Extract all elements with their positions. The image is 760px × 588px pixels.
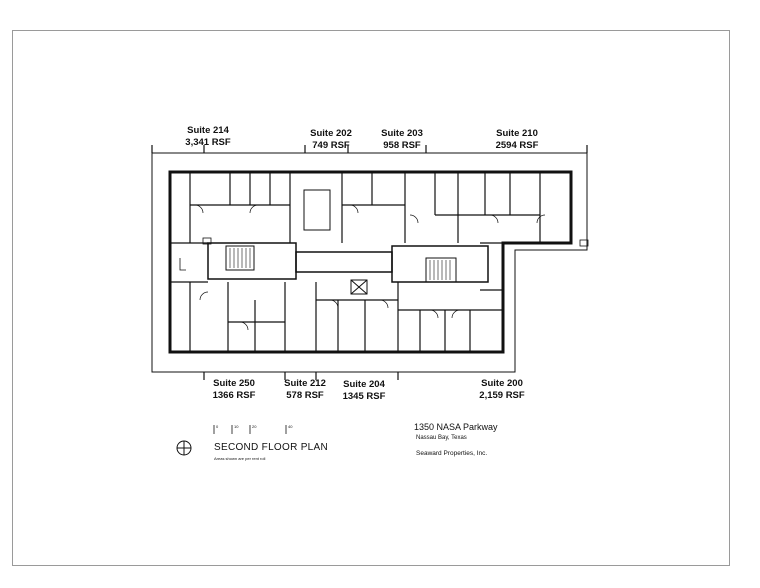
scale-bar xyxy=(213,425,287,434)
corridor-center xyxy=(295,251,393,273)
top-rooms xyxy=(170,172,571,244)
entry-mark xyxy=(179,258,186,271)
scale-label-40: 40 xyxy=(288,424,293,429)
elevator xyxy=(303,189,331,231)
property-address: 1350 NASA Parkway xyxy=(414,422,498,432)
scale-label-10: 10 xyxy=(234,424,239,429)
property-city: Nassau Bay, Texas xyxy=(416,435,467,441)
scale-label-20: 20 xyxy=(252,424,257,429)
building-outline xyxy=(151,152,588,373)
suite-214-name: Suite 214 xyxy=(187,125,229,136)
corridor-west xyxy=(207,242,297,280)
shaft-box xyxy=(350,279,368,295)
suite-200-label: Suite 200 2,159 RSF xyxy=(447,378,557,402)
suite-214-area: 3,341 RSF xyxy=(185,137,231,148)
suite-212-name: Suite 212 xyxy=(284,378,326,389)
north-compass xyxy=(176,440,192,456)
suite-214-label: Suite 214 3,341 RSF xyxy=(153,125,263,149)
corridor-east xyxy=(391,245,489,283)
suite-203-name: Suite 203 xyxy=(381,128,423,139)
suite-250-area: 1366 RSF xyxy=(212,390,256,401)
suite-202-name: Suite 202 xyxy=(310,128,352,139)
stair-west xyxy=(225,245,255,271)
stair-east xyxy=(425,257,457,283)
suite-203-label: Suite 203 958 RSF xyxy=(347,128,457,152)
door-swings xyxy=(194,204,546,331)
suite-210-label: Suite 210 2594 RSF xyxy=(462,128,572,152)
suite-210-name: Suite 210 xyxy=(496,128,538,139)
suite-204-area: 1345 RSF xyxy=(342,391,386,402)
suite-212-area: 578 RSF xyxy=(286,390,324,401)
drawing-sheet-border xyxy=(12,30,730,566)
floor-plan-title: SECOND FLOOR PLAN xyxy=(214,442,329,453)
suite-200-area: 2,159 RSF xyxy=(479,390,525,401)
bottom-rooms xyxy=(170,281,503,352)
suite-203-area: 958 RSF xyxy=(383,140,421,151)
suite-204-name: Suite 204 xyxy=(343,379,385,390)
suite-202-area: 749 RSF xyxy=(312,140,350,151)
suite-200-name: Suite 200 xyxy=(481,378,523,389)
suite-250-name: Suite 250 xyxy=(213,378,255,389)
demising-ticks xyxy=(151,145,588,380)
suite-202-label: Suite 202 749 RSF xyxy=(276,128,386,152)
suite-204-label: Suite 204 1345 RSF xyxy=(309,379,419,403)
area-disclaimer: Areas shown are per rent roll xyxy=(214,456,266,461)
scale-label-0: 0 xyxy=(216,424,219,429)
company-name: Seaward Properties, Inc. xyxy=(416,450,488,457)
suite-210-area: 2594 RSF xyxy=(495,140,539,151)
suite-212-label: Suite 212 578 RSF xyxy=(250,378,360,402)
suite-250-label: Suite 250 1366 RSF xyxy=(179,378,289,402)
